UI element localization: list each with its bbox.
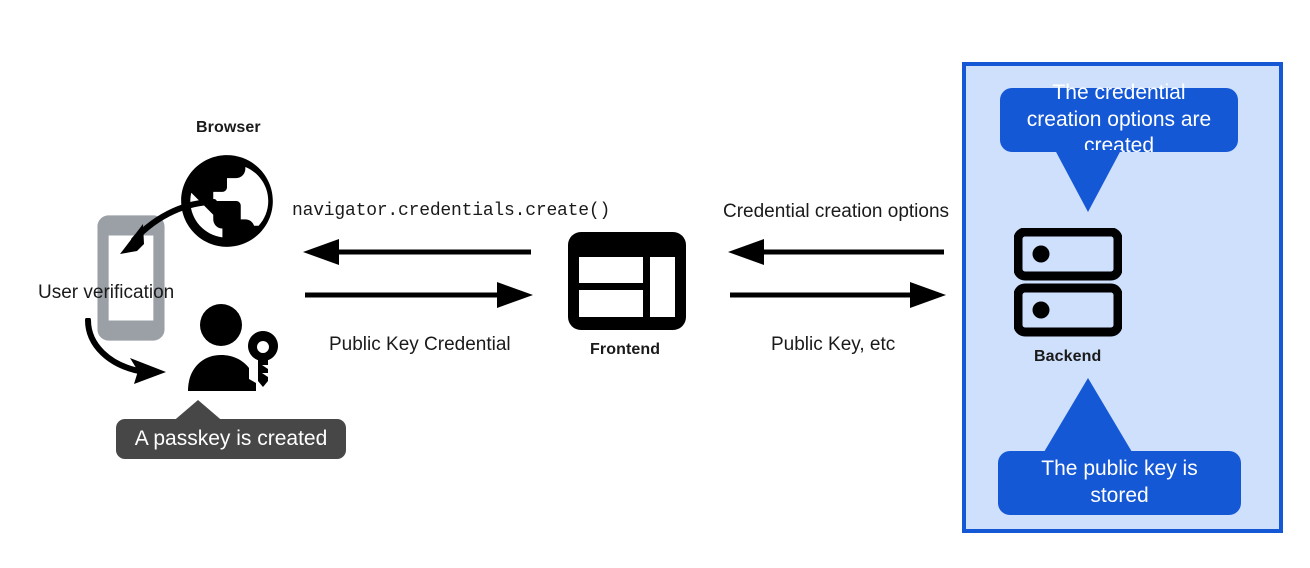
arrow-phone-to-user [82,318,207,390]
arrow-frontend-to-browser [303,238,533,266]
passkey-callout-pointer [168,400,228,424]
public-key-stored-callout-pointer [1044,378,1132,452]
arrow-frontend-to-backend [728,281,946,309]
arrow-browser-to-frontend [303,281,533,309]
user-verification-label: User verification [38,282,175,303]
arrow-backend-to-frontend [728,238,946,266]
arrow-browser-to-phone [96,196,226,276]
public-key-stored-callout: The public key is stored [998,451,1241,515]
navigator-create-label: navigator.credentials.create() [292,201,611,221]
credential-options-callout: The credential creation options are crea… [1000,81,1238,157]
globe-icon [172,146,282,256]
credential-creation-options-label: Credential creation options [723,201,950,222]
frontend-label: Frontend [590,341,661,358]
server-rack-icon [1014,228,1122,338]
backend-label: Backend [1034,348,1102,365]
passkey-created-callout: A passkey is created [116,419,346,459]
browser-label: Browser [196,119,261,136]
credential-options-callout-pointer [1055,150,1121,212]
public-key-credential-label: Public Key Credential [329,334,511,355]
smartphone-icon [93,214,169,342]
browser-window-icon [568,232,686,330]
user-with-key-icon [186,303,286,395]
public-key-etc-label: Public Key, etc [771,334,896,355]
